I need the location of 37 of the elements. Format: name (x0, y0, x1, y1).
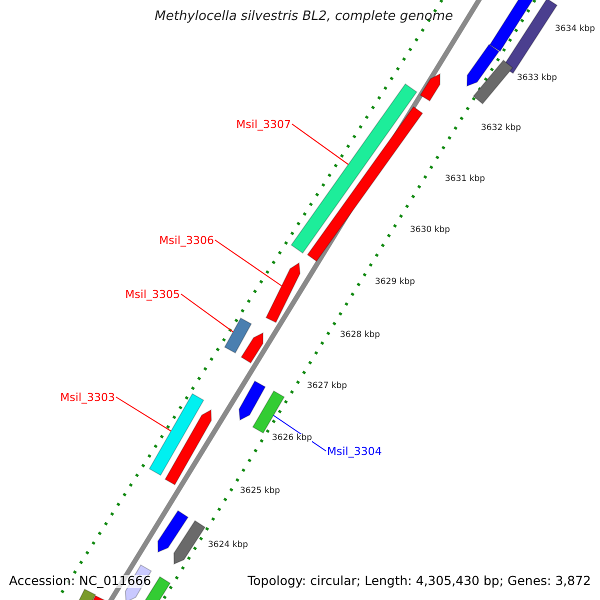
leader-line (116, 396, 172, 432)
diagram-title: Methylocella silvestris BL2, complete genome (154, 10, 453, 23)
gene-block (420, 73, 440, 102)
scale-label: 3626 kbp (272, 434, 312, 442)
scale-label: 3624 kbp (208, 541, 248, 550)
scale-label: 3633 kbp (517, 74, 558, 82)
gene-block (240, 332, 264, 364)
gene-block (164, 409, 212, 486)
leader-line (214, 240, 282, 286)
scale-label: 3628 kbp (340, 331, 380, 340)
gene-block (224, 317, 252, 354)
gene-label: Msil_3306 (159, 234, 214, 246)
gene-block (252, 390, 285, 434)
scale-label: 3629 kbp (375, 278, 416, 286)
gene-block (489, 0, 534, 52)
scale-label: 3634 kbp (555, 25, 596, 34)
leader-line (292, 124, 349, 165)
scale-label: 3627 kbp (307, 382, 348, 390)
leader-line (180, 294, 234, 332)
gene-label: Msil_3307 (236, 118, 291, 130)
gene-block (466, 44, 500, 87)
gene-block (148, 393, 204, 476)
gene-block (92, 595, 106, 600)
gene-label: Msil_3303 (60, 392, 115, 402)
gene-block (157, 510, 189, 553)
gene-block (472, 60, 514, 104)
accession-text: Accession: NC_011666 (9, 575, 152, 588)
scale-label: 3625 kbp (240, 487, 280, 496)
gene-block (238, 380, 266, 421)
genome-info-text: Topology: circular; Length: 4,305,430 bp; Genes: 3,872 (248, 575, 591, 588)
gene-block (173, 520, 206, 565)
gene-label: Msil_3305 (125, 288, 180, 300)
scale-label: 3631 kbp (445, 175, 486, 184)
gene-block (265, 262, 301, 324)
scale-label: 3632 kbp (481, 124, 522, 132)
gene-label: Msil_3304 (327, 446, 382, 456)
scale-label: 3630 kbp (410, 226, 450, 234)
